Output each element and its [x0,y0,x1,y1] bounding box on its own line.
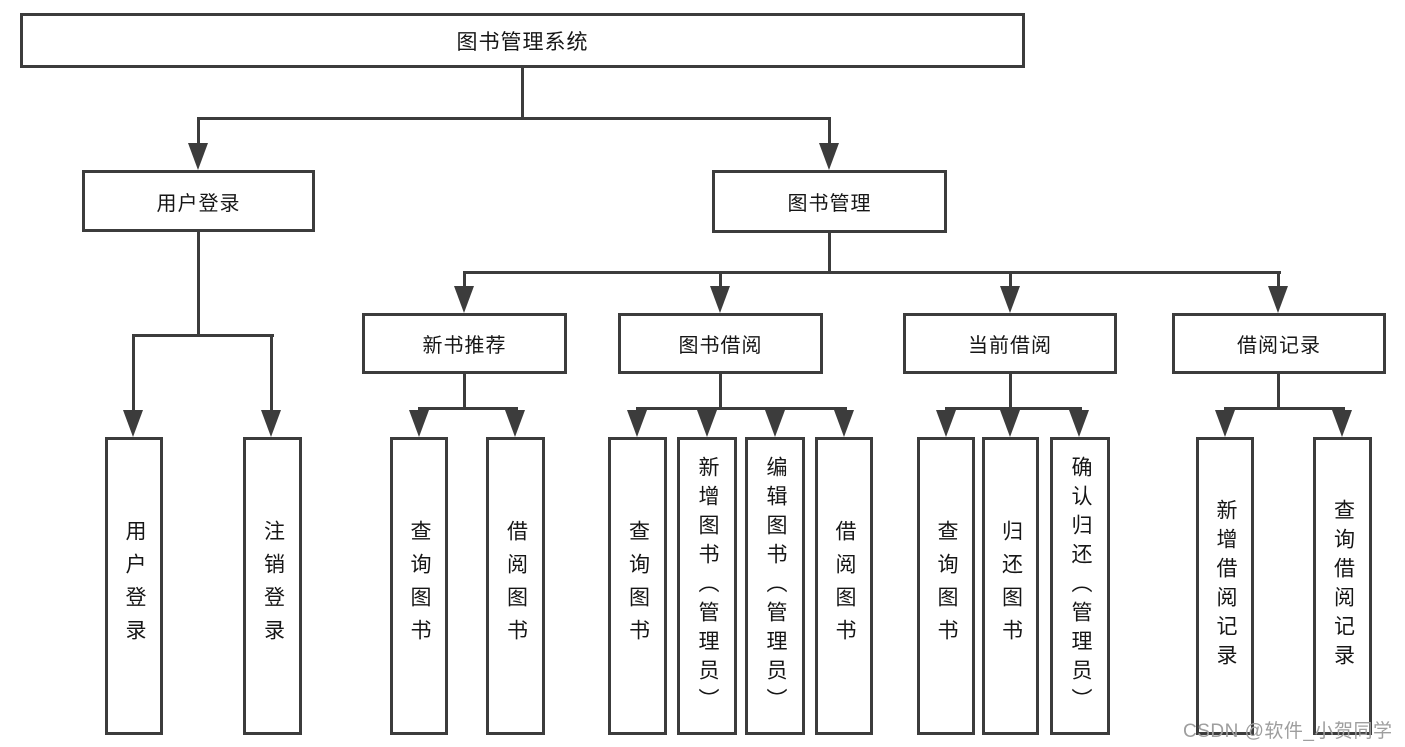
node-leaf-confirm-return-admin: 确认归还（管理员） [1050,437,1110,735]
arrow-down-icon [188,143,208,170]
node-leaf-add-borrow-record: 新增借阅记录 [1196,437,1254,735]
node-leaf-user-login: 用户登录 [105,437,163,735]
connector-branch [945,407,1082,410]
connector-branch [463,271,1281,274]
arrow-down-icon [697,410,717,437]
connector-root-stem [521,68,524,118]
connector-stem [719,374,722,410]
node-borrowing-records: 借阅记录 [1172,313,1386,374]
node-library-system: 图书管理系统 [20,13,1025,68]
node-user-login: 用户登录 [82,170,315,232]
connector-root-branch [198,117,831,120]
arrow-down-icon [1332,410,1352,437]
connector-stem [1009,374,1012,410]
arrow-down-icon [454,286,474,313]
connector-drop [463,271,466,289]
node-leaf-borrow-books-borrowing: 借阅图书 [815,437,873,735]
node-leaf-logout: 注销登录 [243,437,302,735]
arrow-down-icon [710,286,730,313]
arrow-down-icon [409,410,429,437]
arrow-down-icon [936,410,956,437]
connector-drop [1009,271,1012,289]
connector-drop [270,334,273,414]
arrow-down-icon [834,410,854,437]
connector-stem [197,232,200,337]
arrow-down-icon [1069,410,1089,437]
connector-branch [418,407,518,410]
connector-branch [133,334,274,337]
connector-drop [132,334,135,414]
arrow-down-icon [627,410,647,437]
arrow-down-icon [1268,286,1288,313]
watermark-text: CSDN @软件_小贺同学 [1183,721,1393,742]
node-leaf-query-books-current: 查询图书 [917,437,975,735]
connector-branch [636,407,847,410]
arrow-down-icon [765,410,785,437]
node-leaf-add-book-admin: 新增图书（管理员） [677,437,737,735]
node-leaf-query-books-borrowing: 查询图书 [608,437,667,735]
arrow-down-icon [261,410,281,437]
arrow-down-icon [819,143,839,170]
connector-stem [1277,374,1280,410]
node-leaf-return-book: 归还图书 [982,437,1039,735]
node-new-book-recommend: 新书推荐 [362,313,567,374]
node-leaf-edit-book-admin: 编辑图书（管理员） [745,437,805,735]
arrow-down-icon [1000,286,1020,313]
connector-drop [719,271,722,289]
connector-branch [1224,407,1345,410]
node-current-borrowing: 当前借阅 [903,313,1117,374]
connector-drop [1277,271,1280,289]
arrow-down-icon [505,410,525,437]
node-book-borrowing: 图书借阅 [618,313,823,374]
connector-drop [828,117,831,147]
node-book-management: 图书管理 [712,170,947,233]
node-leaf-query-books-recommend: 查询图书 [390,437,448,735]
arrow-down-icon [123,410,143,437]
node-leaf-borrow-books-recommend: 借阅图书 [486,437,545,735]
arrow-down-icon [1000,410,1020,437]
connector-stem [828,233,831,274]
connector-stem [463,374,466,410]
connector-drop [197,117,200,147]
arrow-down-icon [1215,410,1235,437]
node-leaf-query-borrow-record: 查询借阅记录 [1313,437,1372,735]
